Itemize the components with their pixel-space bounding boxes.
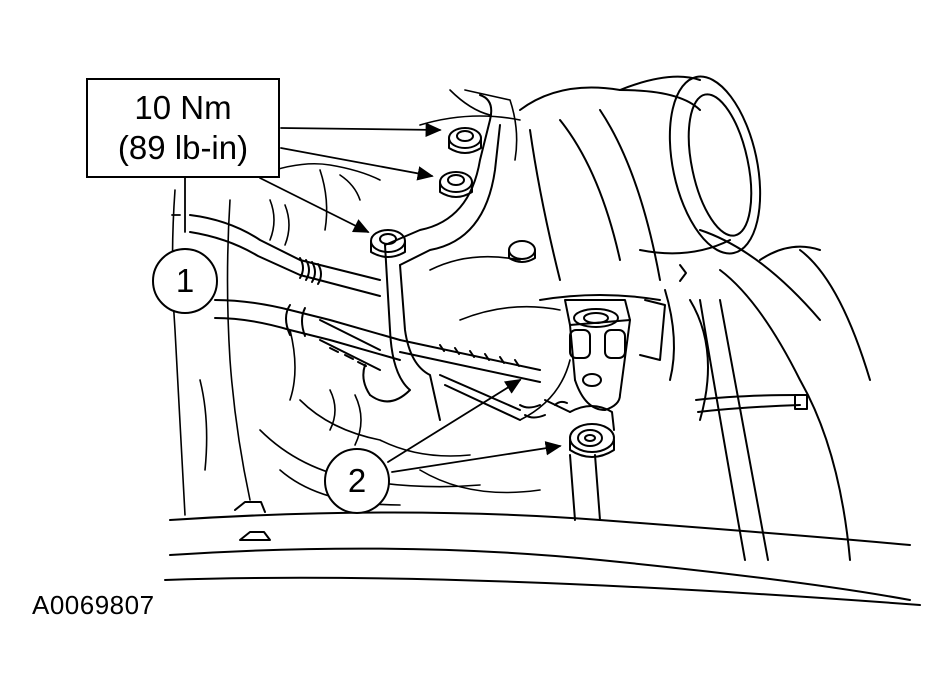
frame-rails: [164, 501, 921, 606]
shift-lever: [564, 299, 666, 411]
figure-id: A0069807: [32, 590, 155, 620]
torque-leader-lines: [184, 122, 442, 233]
bolt-middle: [439, 171, 473, 198]
torque-spec-box: 10 Nm (89 lb-in): [86, 78, 280, 178]
callout-2: 2: [324, 448, 390, 514]
transmission-housing: [171, 89, 571, 516]
torque-imperial: (89 lb-in): [117, 129, 249, 166]
shift-cable-bracket: [362, 94, 501, 421]
intake-tube: [619, 75, 762, 282]
callout-1: 1: [152, 248, 218, 314]
callout-2-number: 2: [347, 462, 367, 499]
coolant-hose: [695, 299, 808, 561]
bracket-bolts: [370, 127, 536, 263]
bolt-housing: [508, 240, 536, 263]
bolt-lower: [370, 229, 406, 258]
callout-1-number: 1: [175, 262, 195, 299]
bolt-upper: [448, 127, 482, 154]
shift-cable: [189, 214, 546, 421]
cable-end-bushing: [544, 399, 615, 521]
torque-metric: 10 Nm: [134, 89, 232, 126]
callout-2-leader-lines: [387, 379, 562, 473]
